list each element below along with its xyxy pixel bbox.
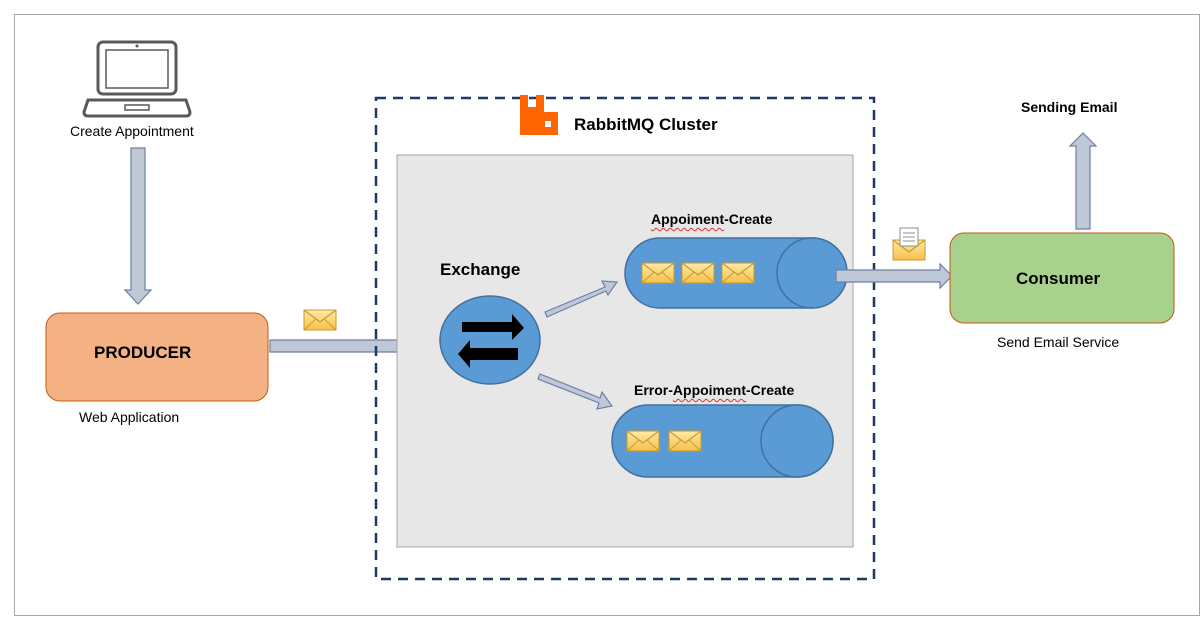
- arrow-producer-to-exchange: [269, 332, 413, 360]
- email-letter-icon: [892, 227, 926, 261]
- arrow-consumer-to-email: [1068, 132, 1098, 230]
- arrow-laptop-to-producer: [123, 147, 153, 305]
- sending-email-label: Sending Email: [1021, 99, 1118, 115]
- queue-2-name-misspelled: Appoiment: [672, 382, 747, 398]
- rabbitmq-logo-icon: [520, 95, 558, 135]
- envelope-icon: [681, 262, 715, 284]
- laptop-icon: [82, 40, 192, 118]
- cluster-title: RabbitMQ Cluster: [574, 115, 718, 134]
- queue-2-name-prefix: Error-: [634, 382, 673, 398]
- envelope-icon: [626, 430, 660, 452]
- envelope-icon: [668, 430, 702, 452]
- queue-1-name-suffix: -Create: [724, 211, 773, 227]
- exchange-arrows-icon: [458, 314, 524, 368]
- rabbitmq-cluster-boundary: [374, 96, 876, 581]
- exchange-label: Exchange: [440, 260, 521, 279]
- queue-error-appoiment-create[interactable]: [611, 404, 834, 478]
- producer-subtitle: Web Application: [79, 409, 180, 425]
- producer-box[interactable]: [45, 312, 269, 402]
- queue-1-label: Appoiment-Create: [651, 211, 772, 227]
- arrow-queue-to-consumer: [835, 262, 953, 290]
- producer-title: PRODUCER: [94, 343, 192, 362]
- exchange-node[interactable]: [439, 295, 541, 385]
- envelope-icon: [303, 309, 337, 331]
- consumer-subtitle: Send Email Service: [997, 334, 1120, 350]
- consumer-box[interactable]: [949, 232, 1175, 324]
- arrow-exchange-to-queue-2: [537, 373, 614, 410]
- queue-1-name-prefix: Appoiment: [651, 211, 725, 227]
- envelope-icon: [641, 262, 675, 284]
- queue-appoiment-create[interactable]: [624, 237, 848, 309]
- queue-2-name-suffix: -Create: [746, 382, 795, 398]
- envelope-icon: [721, 262, 755, 284]
- laptop-label: Create Appointment: [70, 123, 194, 139]
- queue-2-label: Error-Appoiment-Create: [634, 382, 794, 398]
- consumer-title: Consumer: [1016, 269, 1101, 288]
- arrow-exchange-to-queue-1: [544, 280, 619, 318]
